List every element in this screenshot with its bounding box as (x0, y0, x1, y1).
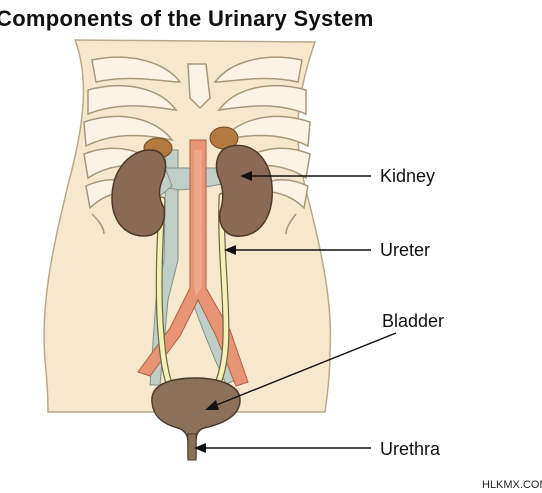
diagram-title: Components of the Urinary System (0, 6, 374, 31)
left-kidney (111, 149, 167, 237)
right-kidney (215, 144, 273, 237)
sternum (187, 63, 211, 110)
bladder-arrowhead (205, 400, 219, 410)
kidney-label: Kidney (380, 166, 435, 186)
kidney-arrowhead (240, 171, 252, 181)
ureters (155, 192, 230, 398)
bladder-leader-line (213, 332, 397, 407)
ureter-arrowhead (224, 245, 236, 255)
leader-lines (194, 171, 397, 453)
urethra-label: Urethra (380, 439, 441, 459)
watermark: HLKMX.COM (482, 479, 542, 491)
bladder (151, 377, 241, 459)
urethra (187, 433, 197, 461)
urethra-arrowhead (194, 443, 206, 453)
ureter-label: Ureter (380, 240, 430, 260)
bladder-label: Bladder (382, 311, 444, 331)
aorta (137, 139, 249, 387)
